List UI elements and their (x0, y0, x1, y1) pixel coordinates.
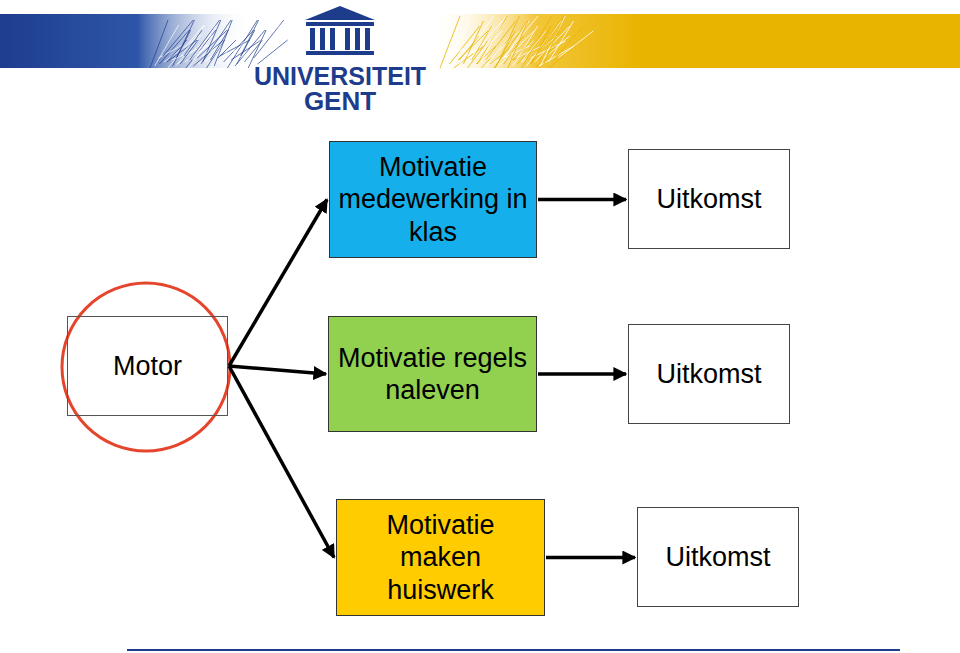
blue-band (0, 14, 250, 68)
arrow-connector (538, 198, 626, 202)
highlight-circle (62, 283, 230, 451)
motivation-box: Motivatie maken huiswerk (336, 499, 545, 616)
footer-line (127, 649, 900, 651)
grass-stroke (459, 16, 494, 66)
node-text: Motivatie medewerking in klas (336, 151, 530, 248)
grass-stroke (486, 41, 521, 66)
outcome-box: Uitkomst (628, 149, 790, 249)
grass-stroke (184, 30, 202, 56)
grass-stroke (508, 21, 528, 68)
arrow-connector (229, 200, 327, 367)
motivation-box: Motivatie medewerking in klas (329, 141, 537, 258)
node-text: Motor (113, 350, 182, 382)
logo-wordmark: GENT (304, 88, 376, 114)
grass-stroke (218, 40, 236, 58)
arrow-connector (229, 366, 326, 374)
arrow-connector (546, 556, 635, 560)
grass-stroke (499, 16, 519, 60)
node-text: Motivatie maken huiswerk (343, 509, 538, 606)
grass-stroke (553, 26, 583, 60)
grass-stroke (245, 25, 269, 68)
grass-stroke (248, 30, 266, 68)
outcome-box: Uitkomst (628, 324, 790, 424)
node-text: Uitkomst (665, 541, 770, 573)
grass-stroke (235, 30, 265, 66)
university-building-icon (305, 6, 375, 55)
grass-stroke (544, 16, 564, 64)
logo-wordmark: UNIVERSITEIT (254, 64, 426, 89)
yellow-band (430, 14, 960, 68)
grass-stroke (228, 35, 264, 60)
node-text: Motivatie regels naleven (335, 342, 530, 407)
grass-stroke (262, 45, 298, 62)
arrow-connector (538, 372, 626, 376)
grass-stroke (558, 31, 593, 58)
motor-box: Motor (67, 316, 228, 416)
motivation-box: Motivatie regels naleven (328, 316, 537, 432)
grass-stroke (210, 30, 228, 60)
grass-texture (150, 16, 593, 68)
grass-stroke (253, 35, 277, 66)
grass-stroke (472, 26, 492, 60)
node-text: Uitkomst (656, 183, 761, 215)
outcome-box: Uitkomst (637, 507, 799, 607)
arrow-connector (229, 366, 334, 558)
node-text: Uitkomst (656, 358, 761, 390)
